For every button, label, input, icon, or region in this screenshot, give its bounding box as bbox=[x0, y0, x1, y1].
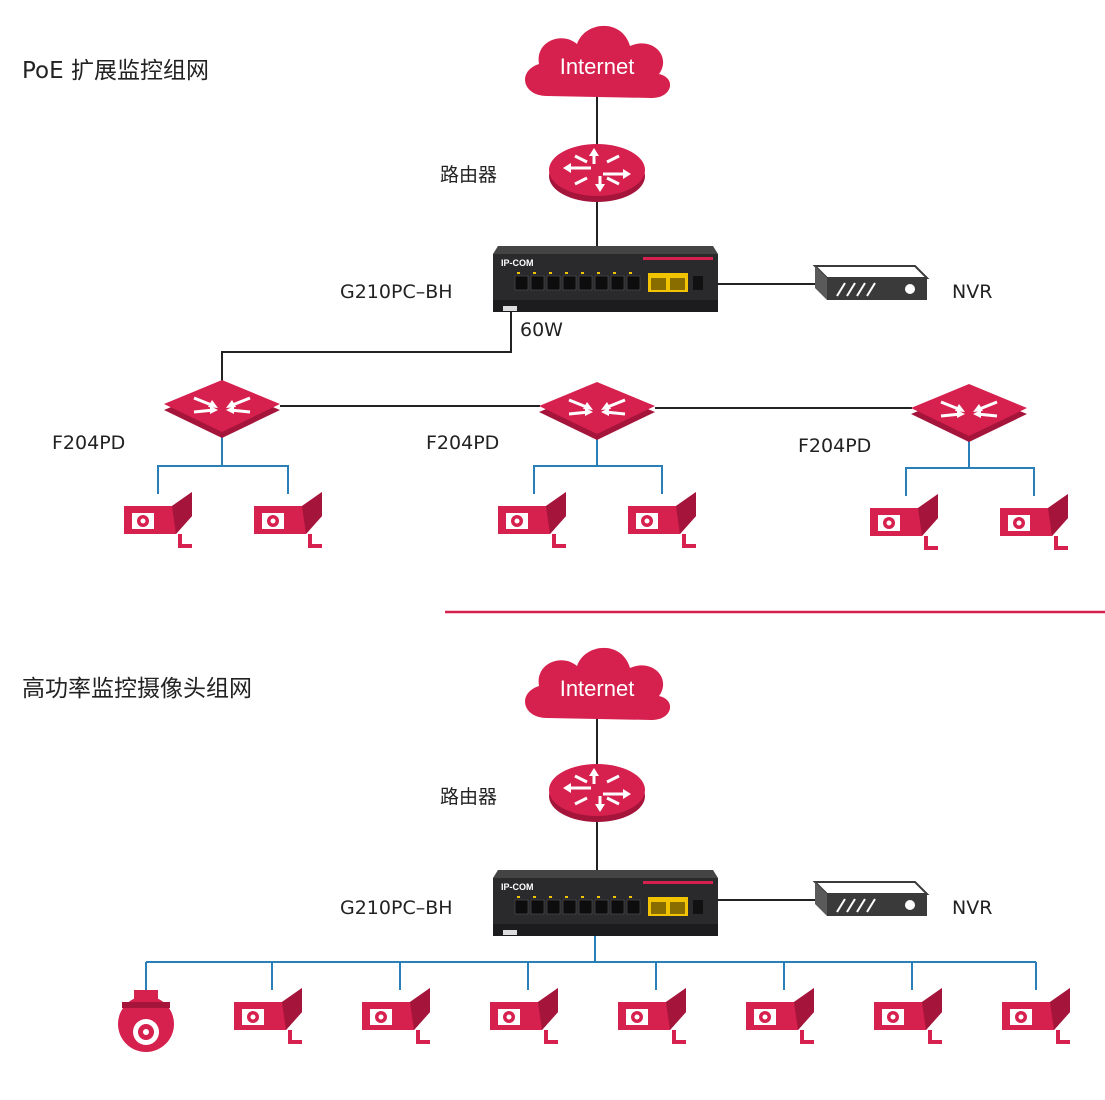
bullet-camera-icon bbox=[1000, 986, 1072, 1044]
extender-label-2: F204PD bbox=[426, 432, 499, 454]
bullet-camera-icon bbox=[496, 490, 568, 548]
nvr-icon bbox=[814, 881, 928, 917]
bullet-camera-icon bbox=[868, 492, 940, 550]
link-ext2-cam2 bbox=[597, 465, 663, 494]
dome-camera-icon bbox=[118, 990, 174, 1052]
extender-label-3: F204PD bbox=[798, 435, 871, 457]
nvr-label: NVR bbox=[952, 281, 992, 303]
section1-title: PoE 扩展监控组网 bbox=[22, 58, 209, 84]
link-ext1-cam2 bbox=[222, 465, 289, 494]
bullet-camera-icon bbox=[360, 986, 432, 1044]
bullet-camera-icon bbox=[626, 490, 698, 548]
nvr-label: NVR bbox=[952, 897, 992, 919]
link-ext2-cam1 bbox=[533, 438, 598, 494]
switch-label: G210PC–BH bbox=[340, 281, 453, 303]
section2-connectors bbox=[145, 718, 1037, 996]
bullet-camera-icon bbox=[872, 986, 944, 1044]
bullet-camera-icon bbox=[488, 986, 560, 1044]
cloud-label: Internet bbox=[560, 676, 635, 701]
switch-brand: IP-COM bbox=[501, 258, 534, 268]
bullet-camera-icon bbox=[616, 986, 688, 1044]
link-ext3-cam2 bbox=[969, 467, 1035, 496]
extender-label-1: F204PD bbox=[52, 432, 125, 454]
bullet-camera-icon bbox=[998, 492, 1070, 550]
extender-icon bbox=[909, 382, 1029, 444]
bullet-camera-icon bbox=[744, 986, 816, 1044]
link-switch-extender1 bbox=[221, 310, 512, 392]
link-ext3-cam1 bbox=[905, 440, 970, 496]
cloud-label: Internet bbox=[560, 54, 635, 79]
link-ext1-cam1 bbox=[157, 436, 223, 494]
section-poe-extension: PoE 扩展监控组网 Internet 路由器 bbox=[22, 25, 1070, 550]
section2-title: 高功率监控摄像头组网 bbox=[22, 676, 252, 702]
switch-label: G210PC–BH bbox=[340, 897, 453, 919]
router-icon bbox=[547, 762, 647, 824]
internet-cloud-icon: Internet bbox=[525, 647, 671, 720]
switch-brand: IP-COM bbox=[501, 882, 534, 892]
bullet-camera-icon bbox=[232, 986, 304, 1044]
section1-connectors bbox=[157, 96, 1035, 496]
internet-cloud-icon: Internet bbox=[525, 25, 671, 98]
extender-icon bbox=[537, 380, 657, 442]
section-high-power-cameras: 高功率监控摄像头组网 Internet 路由器 bbox=[22, 647, 1072, 1052]
bullet-camera-icon bbox=[252, 490, 324, 548]
nvr-icon bbox=[814, 265, 928, 301]
power-label: 60W bbox=[520, 319, 563, 341]
router-icon bbox=[547, 142, 647, 204]
router-label: 路由器 bbox=[440, 164, 497, 186]
bullet-camera-icon bbox=[122, 490, 194, 548]
extender-icon bbox=[162, 378, 282, 440]
switch-icon: IP-COM bbox=[492, 869, 719, 937]
switch-icon: IP-COM bbox=[492, 245, 719, 313]
router-label: 路由器 bbox=[440, 786, 497, 808]
